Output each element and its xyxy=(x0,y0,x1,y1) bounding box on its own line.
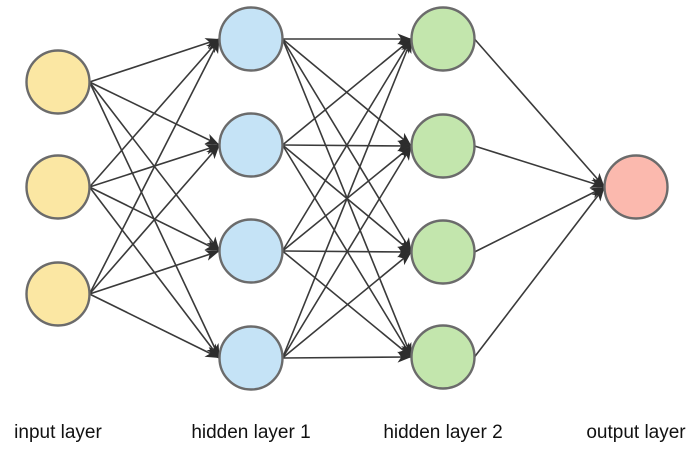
layer-label-input: input layer xyxy=(14,422,102,443)
node-input-2 xyxy=(25,154,91,220)
edge-input-to-hidden1 xyxy=(89,250,220,295)
edge-hidden2-to-output xyxy=(474,186,605,253)
edge-input-to-hidden1 xyxy=(89,38,220,83)
nodes-group xyxy=(25,6,669,391)
edges-group xyxy=(88,33,606,363)
node-hidden1-1 xyxy=(218,6,284,72)
layer-label-hidden1: hidden layer 1 xyxy=(191,422,311,443)
edge-hidden2-to-output xyxy=(473,38,606,188)
layer-label-hidden2: hidden layer 2 xyxy=(383,422,503,443)
edge-hidden1-to-hidden2 xyxy=(281,38,413,146)
node-hidden2-3 xyxy=(410,219,476,285)
node-hidden1-3 xyxy=(218,218,284,284)
node-hidden2-4 xyxy=(410,324,476,390)
layer-label-output: output layer xyxy=(586,422,686,443)
edge-input-to-hidden1 xyxy=(88,144,221,295)
edge-input-to-hidden1 xyxy=(88,38,221,295)
node-output-1 xyxy=(603,154,669,220)
node-hidden2-1 xyxy=(410,6,476,72)
node-hidden1-4 xyxy=(218,325,284,391)
edge-input-to-hidden1 xyxy=(88,38,221,188)
edge-hidden2-to-output xyxy=(473,186,606,358)
edge-input-to-hidden1 xyxy=(89,293,220,359)
edge-hidden1-to-hidden2 xyxy=(282,351,412,363)
edge-hidden1-to-hidden2 xyxy=(281,38,413,359)
node-hidden1-2 xyxy=(218,112,284,178)
edge-hidden1-to-hidden2 xyxy=(281,251,413,359)
node-input-3 xyxy=(25,261,91,327)
edge-hidden1-to-hidden2 xyxy=(281,38,413,252)
edge-hidden2-to-output xyxy=(474,145,605,189)
edge-hidden1-to-hidden2 xyxy=(281,145,413,359)
node-input-1 xyxy=(25,49,91,115)
node-hidden2-2 xyxy=(410,113,476,179)
